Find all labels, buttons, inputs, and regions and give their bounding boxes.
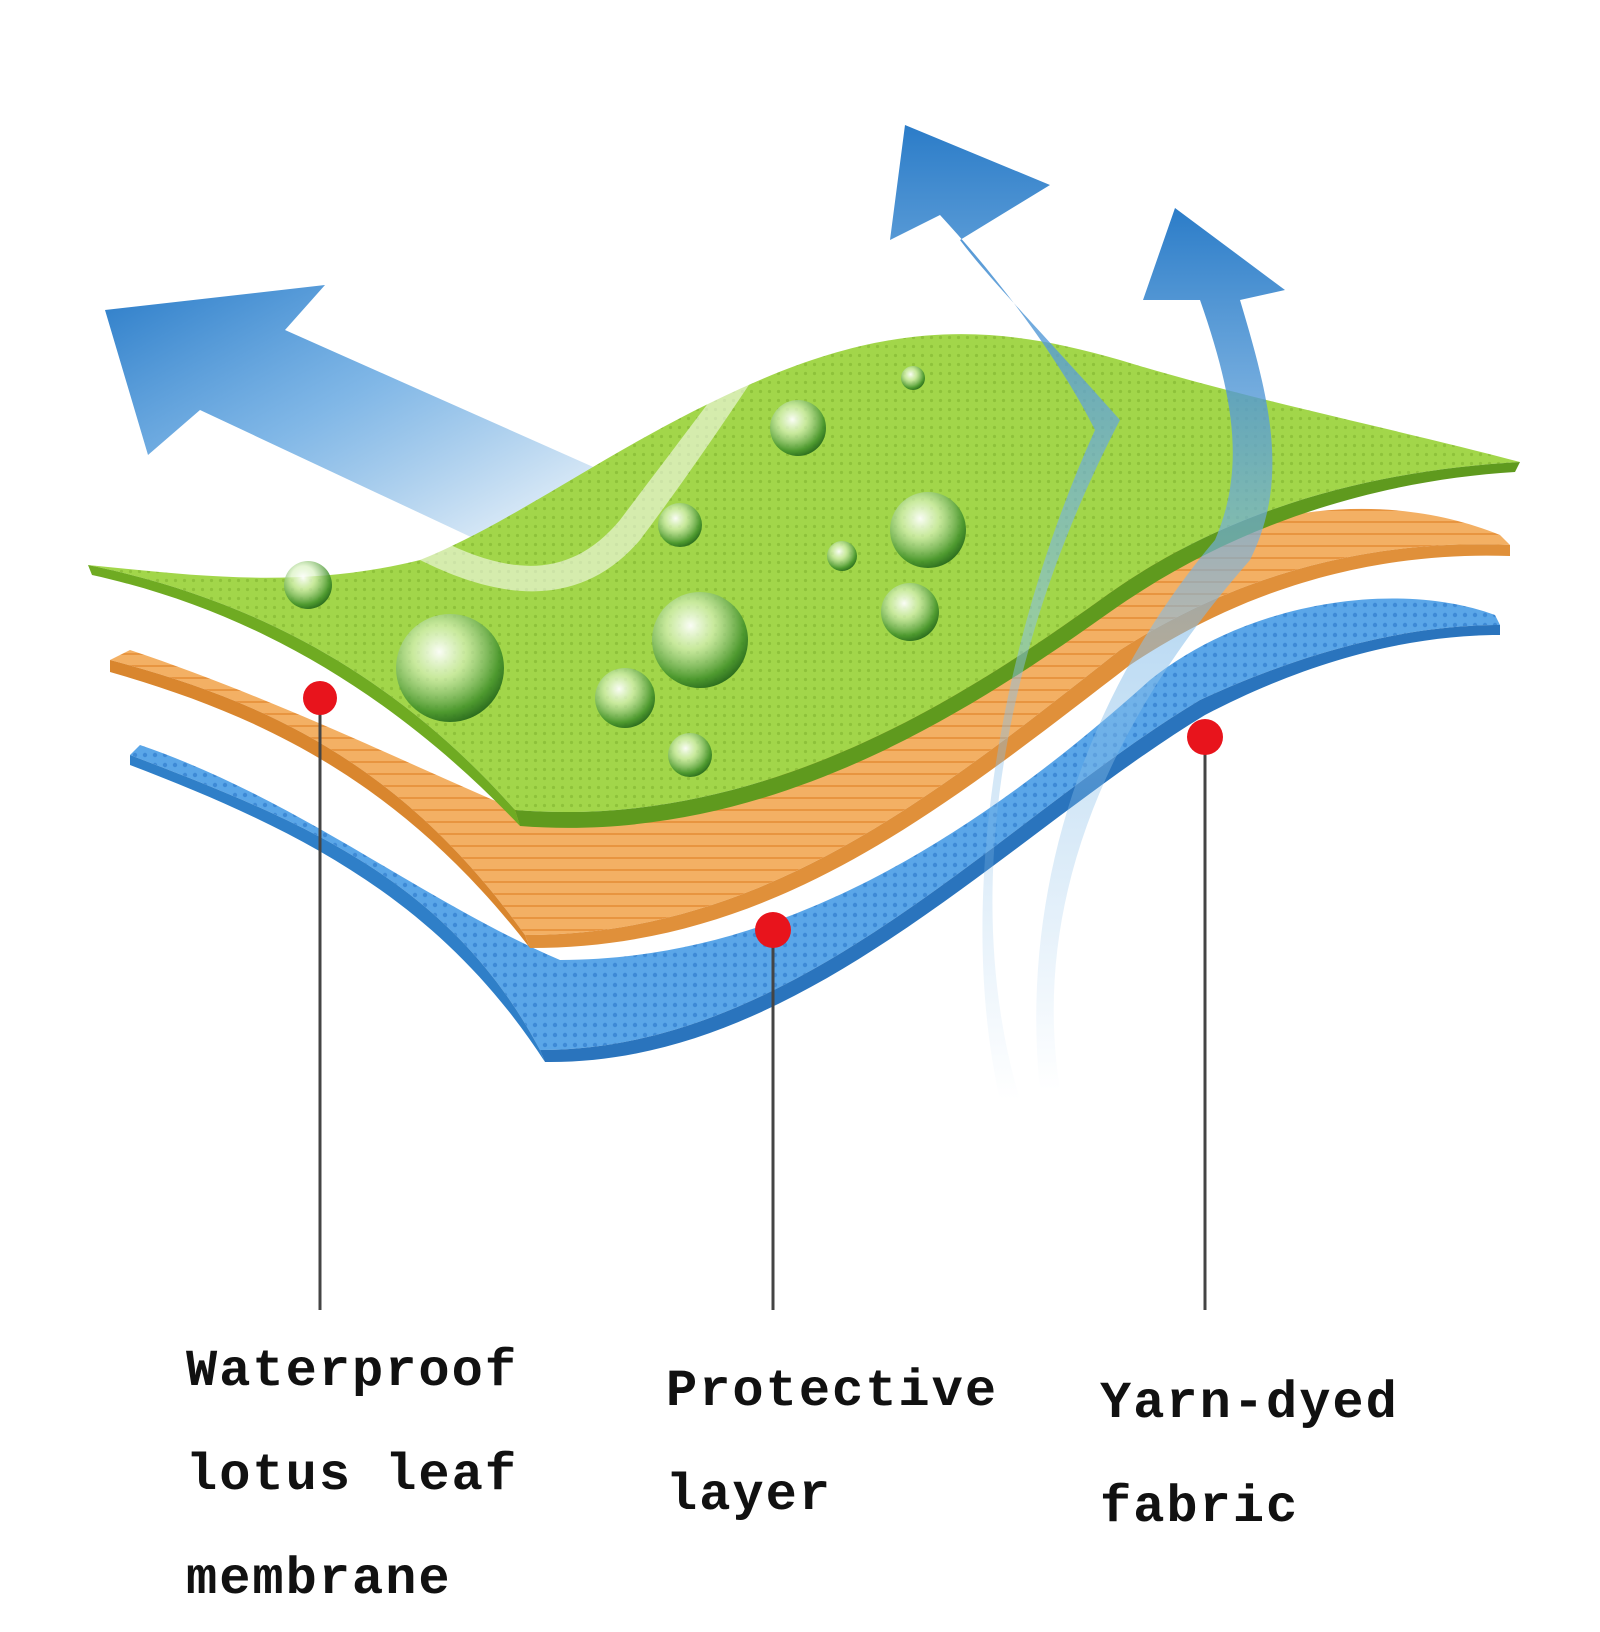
label-line: Protective: [666, 1362, 999, 1421]
water-droplet-icon: [396, 614, 504, 722]
water-droplet-icon: [901, 366, 925, 390]
vapor-arrow-right-icon: [1036, 208, 1285, 1090]
label-line: layer: [666, 1466, 833, 1525]
marker-protective-icon: [755, 912, 791, 948]
label-line: fabric: [1100, 1478, 1300, 1537]
marker-yarn-icon: [1187, 719, 1223, 755]
marker-waterproof-icon: [303, 681, 337, 715]
label-protective-layer: Protective layer: [666, 1340, 998, 1548]
leader-lines: [318, 698, 1207, 1310]
label-line: Yarn-dyed: [1100, 1374, 1399, 1433]
markers: [303, 681, 1223, 948]
water-droplet-icon: [827, 541, 857, 571]
water-droplet-icon: [668, 733, 712, 777]
vapor-arrow-middle-icon: [890, 125, 1120, 1100]
yarn-dyed-fabric-layer: [130, 598, 1500, 1063]
water-droplet-icon: [652, 592, 748, 688]
vapor-stream-ribbon-icon: [420, 255, 830, 592]
label-waterproof-membrane: Waterproof lotus leaf membrane: [186, 1320, 518, 1632]
water-droplets: [284, 366, 966, 777]
water-droplet-icon: [284, 561, 332, 609]
vapor-arrow-left-icon: [105, 285, 600, 560]
label-line: lotus leaf: [186, 1446, 519, 1505]
label-line: membrane: [186, 1550, 452, 1609]
water-droplet-icon: [770, 400, 826, 456]
water-droplet-icon: [595, 668, 655, 728]
label-line: Waterproof: [186, 1342, 519, 1401]
label-yarn-dyed-fabric: Yarn-dyed fabric: [1100, 1352, 1399, 1560]
water-droplet-icon: [881, 583, 939, 641]
water-droplet-icon: [890, 492, 966, 568]
water-droplet-icon: [658, 503, 702, 547]
